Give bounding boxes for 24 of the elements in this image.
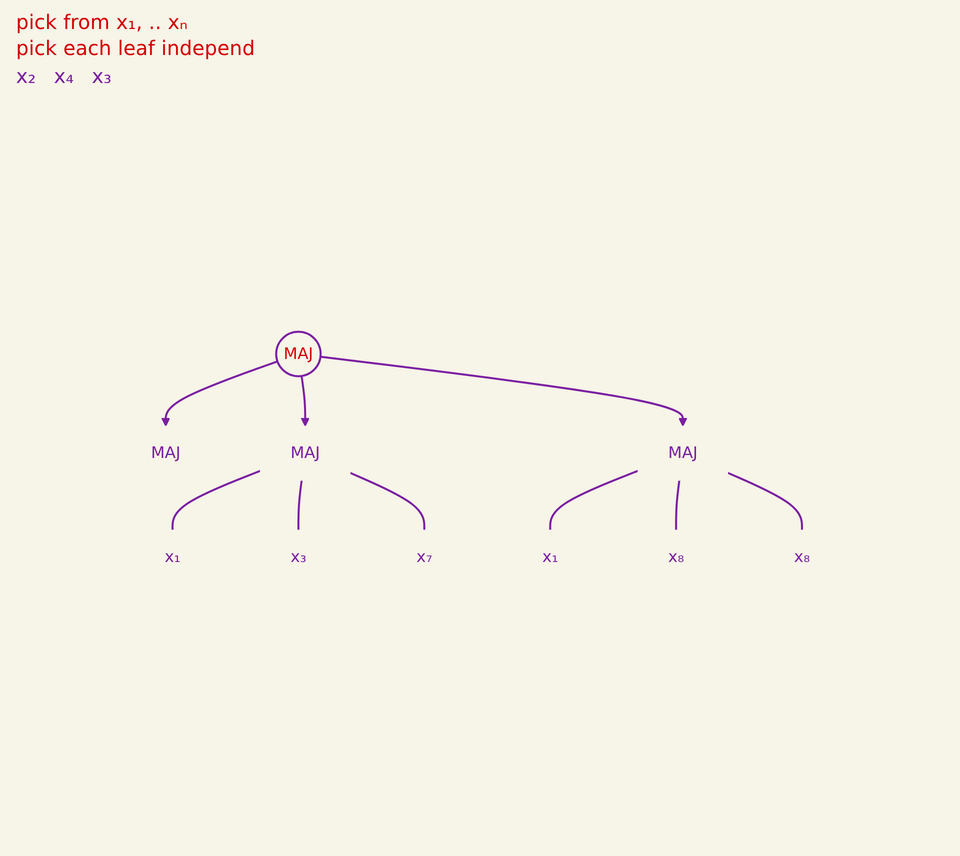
connector xyxy=(171,470,260,530)
node-circle: MAJ xyxy=(274,330,322,378)
node-text: x₃ xyxy=(290,547,306,566)
leaf-variable: x₄ xyxy=(54,64,74,88)
handwritten-note: pick from x₁, .. xₙ xyxy=(16,10,189,34)
leaf-variable: x₂ xyxy=(16,64,36,88)
connector xyxy=(726,472,802,530)
arrow xyxy=(160,360,278,427)
node-text: MAJ xyxy=(668,443,698,462)
connector xyxy=(548,470,638,530)
leaf-variable: x₃ xyxy=(92,64,112,88)
node-text: MAJ xyxy=(290,443,320,462)
node-text: x₈ xyxy=(668,547,684,566)
node-text: x₁ xyxy=(164,547,180,566)
node-text: x₁ xyxy=(542,547,558,566)
node-text: MAJ xyxy=(150,443,180,462)
node-text: x₇ xyxy=(416,547,432,566)
connector xyxy=(296,480,302,530)
connector xyxy=(349,472,425,530)
connector xyxy=(674,480,680,530)
handwritten-note: pick each leaf independ xyxy=(16,36,256,60)
node-text: x₈ xyxy=(794,547,810,566)
arrow xyxy=(300,376,310,427)
arrow xyxy=(320,356,687,427)
